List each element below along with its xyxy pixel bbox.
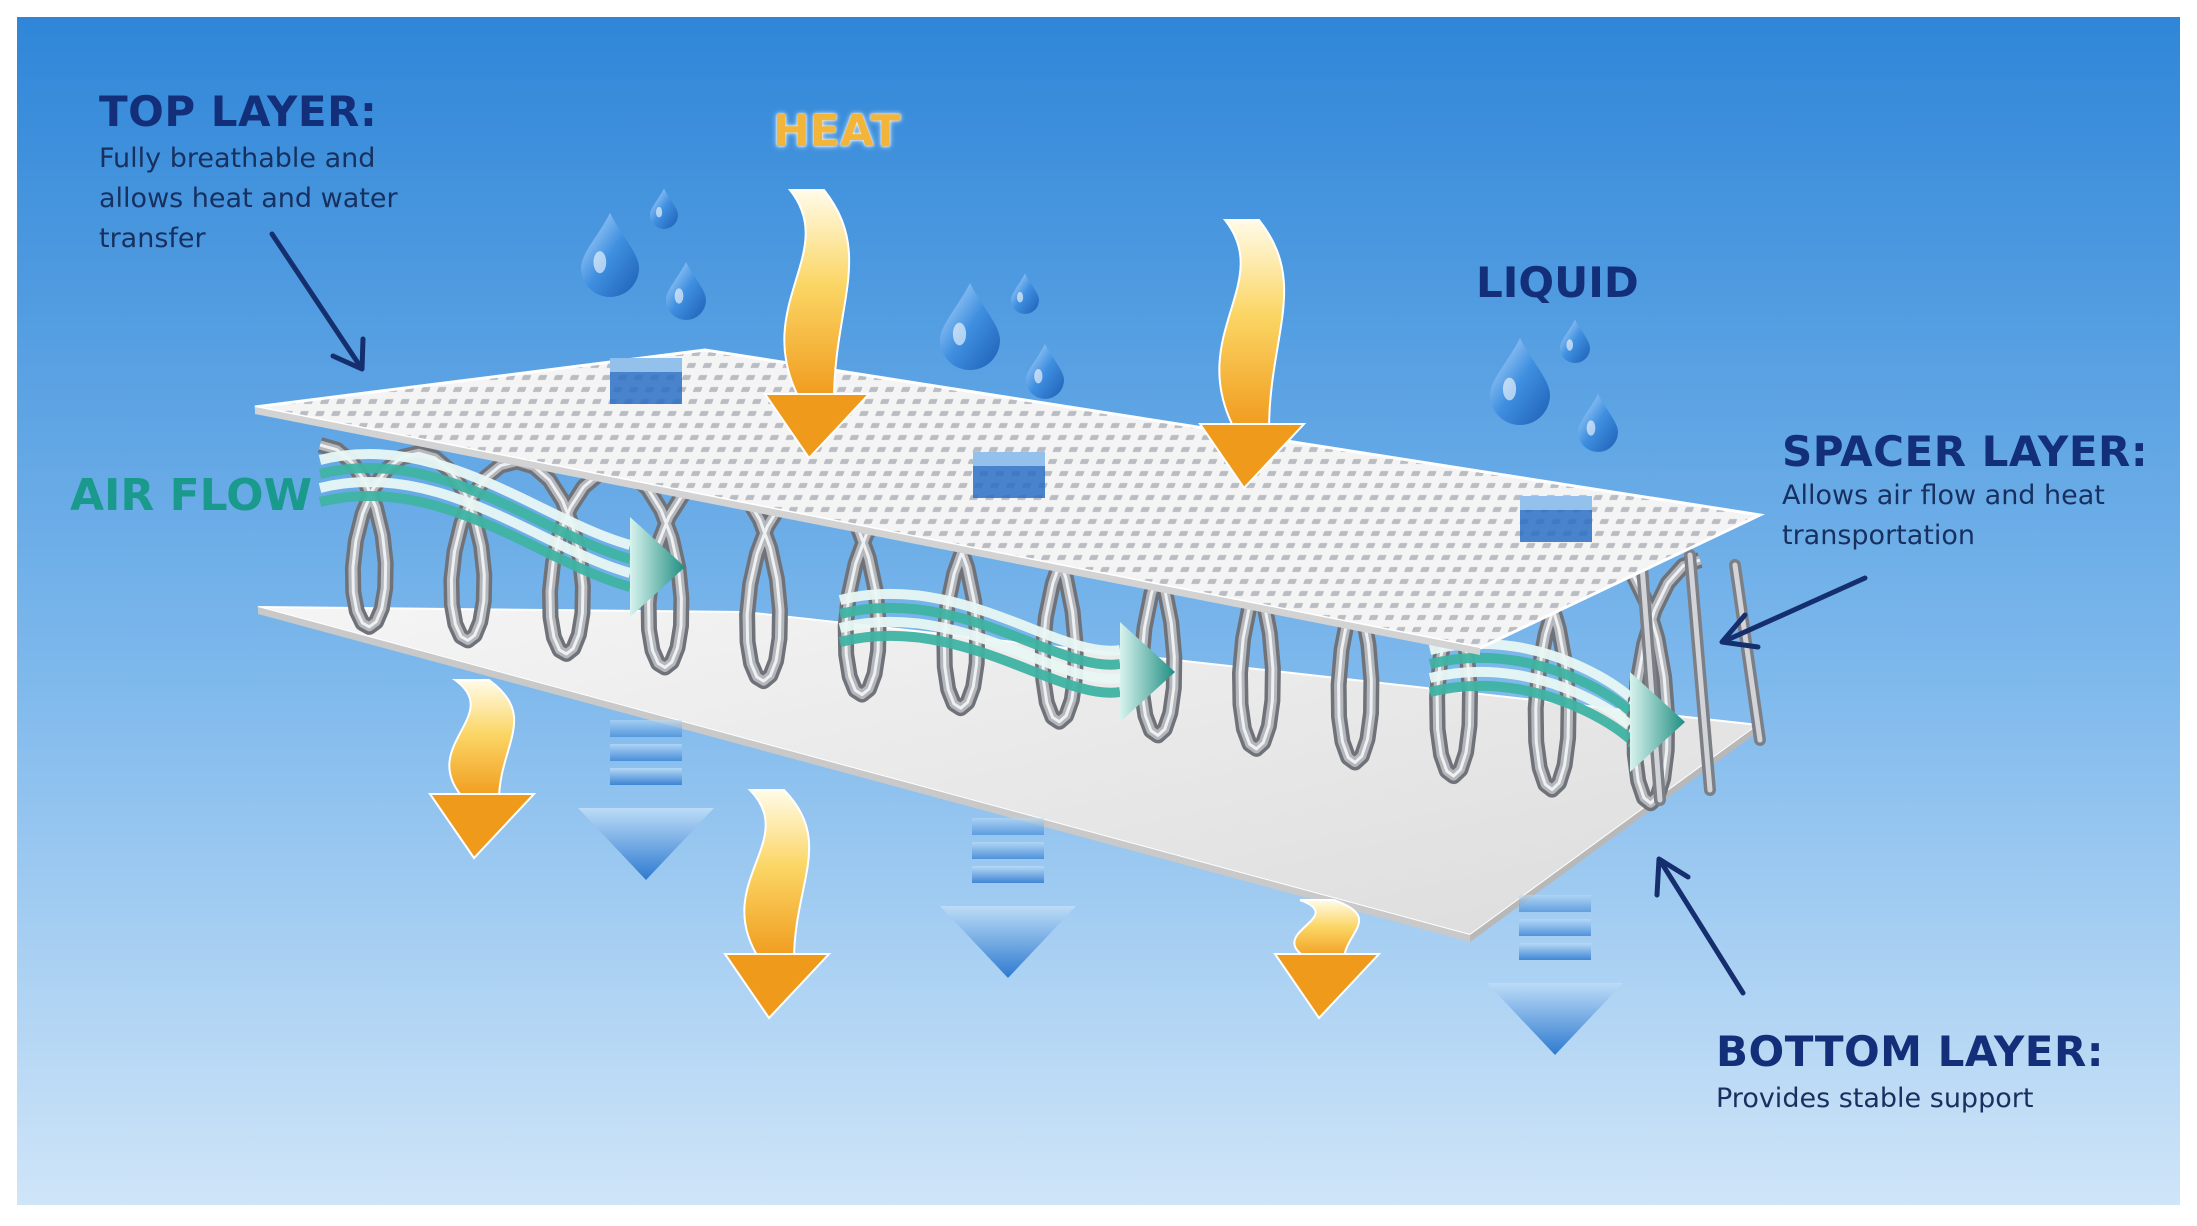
water-arrow-head — [578, 808, 714, 880]
heat-arrow-top-head — [1198, 423, 1307, 490]
water-drop — [940, 283, 1000, 370]
water-drop — [1026, 343, 1064, 399]
air-flow-ribbon-head — [630, 517, 685, 617]
heat-arrow-bottom-head — [1273, 953, 1382, 1020]
air-flow-ribbon — [838, 602, 1121, 670]
top-layer-desc-line: transfer — [99, 223, 206, 254]
water-drop — [581, 212, 639, 297]
water-arrow-stripe — [610, 720, 682, 737]
water-drop — [1011, 273, 1039, 314]
bottom-layer-edge — [258, 607, 1470, 942]
bottom-layer-title: BOTTOM LAYER: — [1716, 1027, 2105, 1076]
spacer-layer-pointer-arrow — [1719, 575, 1868, 650]
top-layer-desc-line: Fully breathable and — [99, 143, 376, 174]
spacer-layer-title: SPACER LAYER: — [1782, 427, 2149, 476]
water-drop-shine — [1566, 339, 1574, 351]
water-drop — [1560, 319, 1590, 363]
air-flow-label: AIR FLOW — [70, 470, 313, 521]
water-arrow-stripe — [972, 842, 1044, 859]
air-flow-ribbon — [838, 616, 1121, 684]
water-drop-shine — [674, 288, 684, 304]
water-drop-shine — [1034, 368, 1043, 384]
fiber-strand-highlight — [1732, 562, 1763, 743]
fiber-strand-highlight — [1687, 552, 1713, 793]
fiber-strand-highlight — [1637, 537, 1663, 803]
spacer-layer-desc-line: transportation — [1782, 520, 1976, 551]
heat-arrow-top-head — [763, 393, 872, 460]
air-flow-ribbon — [838, 630, 1121, 698]
water-drop-shine — [1017, 291, 1024, 303]
bottom-layer-description: Provides stable support — [1716, 1083, 2034, 1114]
air-flow-ribbon-head — [1120, 622, 1175, 722]
spacer-layer-description: Allows air flow and heat transportation — [1782, 476, 2105, 556]
water-arrow-head — [1487, 983, 1623, 1055]
air-flow-ribbon — [318, 463, 632, 564]
water-arrow-stripe — [972, 818, 1044, 835]
top-layer-edge — [255, 407, 1480, 655]
heat-arrows — [428, 189, 1382, 1020]
water-drops — [581, 188, 1618, 452]
water-drop-shine — [1502, 377, 1517, 401]
air-flow-ribbon — [318, 449, 632, 550]
water-drop-shine — [593, 251, 607, 274]
bottom-layer-pointer-arrow — [1654, 856, 1746, 996]
heat-label: HEAT — [773, 106, 901, 157]
heat-arrow-bottom-head — [428, 793, 537, 860]
water-drop — [666, 262, 706, 320]
top-layer-desc-line: allows heat and water — [99, 183, 398, 214]
water-drop — [1490, 338, 1550, 425]
top-layer-title: TOP LAYER: — [99, 87, 378, 136]
water-drop-shine — [1586, 420, 1596, 436]
water-arrows — [578, 720, 1623, 1055]
air-flow-ribbons — [318, 449, 1685, 772]
water-arrow-stripe — [1519, 895, 1591, 912]
air-flow-ribbon — [838, 588, 1121, 656]
water-arrow-stripe — [972, 866, 1044, 883]
liquid-label: LIQUID — [1476, 258, 1639, 307]
air-flow-ribbon — [318, 491, 632, 592]
water-drop-shine — [656, 206, 663, 218]
spacer-layer-desc-line: Allows air flow and heat — [1782, 480, 2105, 511]
water-transfer-markers — [610, 358, 1592, 542]
air-flow-ribbon — [318, 477, 632, 578]
top-layer-description: Fully breathable and allows heat and wat… — [99, 139, 398, 259]
water-drop — [1578, 394, 1618, 452]
water-arrow-stripe — [610, 744, 682, 761]
water-drop-shine — [952, 322, 967, 346]
air-flow-ribbon-head — [1630, 672, 1685, 772]
water-arrow-stripe — [1519, 943, 1591, 960]
water-drop — [650, 188, 678, 229]
water-arrow-stripe — [1519, 919, 1591, 936]
water-arrow-stripe — [610, 768, 682, 785]
heat-arrow-bottom-head — [723, 953, 832, 1020]
pointer-arrows — [269, 231, 1868, 996]
top-layer-pointer-arrow — [269, 231, 366, 372]
water-arrow-head — [940, 906, 1076, 978]
